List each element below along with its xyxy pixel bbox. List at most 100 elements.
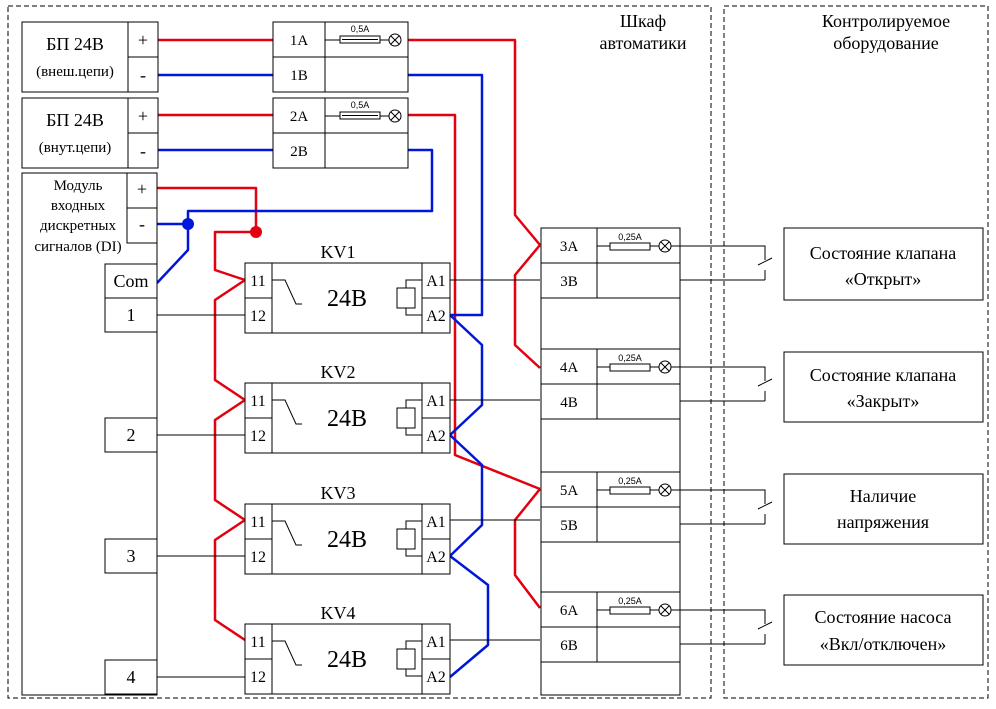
coil-icon [396,407,416,429]
relay-name: KV1 [321,242,356,262]
terminal-3a: 3А [560,239,579,255]
fuse-icon [609,486,651,495]
fuse-5-rating: 0,25A [618,476,642,486]
equipment-line1: Состояние насоса [814,607,951,627]
relay-voltage: 24В [327,286,367,312]
lamp-icon [658,483,672,497]
terminal-2a: 2А [290,109,309,125]
di-plus: + [137,179,147,199]
coil-icon [396,528,416,550]
lamp-icon [658,239,672,253]
di-label-3: дискретных [40,218,116,234]
coil-a1: A1 [426,514,446,531]
terminal-3b: 3В [560,274,578,290]
di-input-1: 1 [127,305,136,325]
relay-kv2: KV2 11 12 A1 A2 24В [244,362,451,454]
red-wires [127,38,541,642]
fuse-3-rating: 0,25A [618,232,642,242]
contact-12: 12 [250,428,266,445]
fuse-2-rating: 0,5A [351,100,370,110]
psu-ext-plus: + [138,30,148,50]
di-label-4: сигналов (DI) [34,239,121,255]
equipment-line2: «Вкл/отключен» [820,634,947,654]
coil-a1: A1 [426,393,446,410]
relay-name: KV2 [321,362,356,382]
lamp-icon [658,360,672,374]
signal-wires [157,279,540,678]
equipment-voltage-present: Наличие напряжения [783,473,984,545]
coil-icon [396,287,416,309]
coil-a1: A1 [426,273,446,290]
relay-voltage: 24В [327,527,367,553]
di-com: Com [113,271,148,291]
fuse-4-rating: 0,25A [618,353,642,363]
equipment-contacts [671,245,773,645]
equipment-frame [723,5,989,699]
terminal-6b: 6В [560,638,578,654]
contact-11: 11 [250,634,265,651]
relay-kv4: KV4 11 12 A1 A2 24В [244,603,451,695]
lamp-icon [388,109,402,123]
plus-junction-dot [250,226,262,238]
minus-junction-dot [182,218,194,230]
contact-symbol [272,279,302,305]
psu-ext-sub: (внеш.цепи) [36,64,114,80]
contact-12: 12 [250,549,266,566]
fuse-1-rating: 0,5A [351,24,370,34]
di-input-2: 2 [127,425,136,445]
contact-symbol [272,520,302,546]
di-label-1: Модуль [54,178,103,194]
terminal-2b: 2В [290,144,308,160]
contact-11: 11 [250,393,265,410]
equipment-label-2: оборудование [833,33,938,53]
equipment-line2: «Закрыт» [847,391,920,411]
output-terminal-strip: 3А 3В 0,25A 4А 4В 0,25A 5А 5В 0,25A 6А 6… [540,227,681,696]
coil-icon [396,648,416,670]
di-input-4: 4 [127,667,136,687]
lamp-icon [388,33,402,47]
equipment-valve-closed: Состояние клапана «Закрыт» [783,351,984,423]
terminal-4b: 4В [560,395,578,411]
contact-symbol [272,640,302,666]
fuse-icon [609,242,651,251]
psu-int-plus: + [138,106,148,126]
fuse-6-rating: 0,25A [618,596,642,606]
terminal-5a: 5А [560,483,579,499]
di-label-2: входных [51,198,106,214]
psu-int-sub: (внут.цепи) [39,140,112,156]
relay-name: KV4 [321,603,356,623]
relay-voltage: 24В [327,406,367,432]
contact-11: 11 [250,273,265,290]
lamp-icon [658,603,672,617]
psu-external: БП 24В (внеш.цепи) + - [21,21,159,93]
coil-a1: A1 [426,634,446,651]
coil-a2: A2 [426,308,446,325]
contact-11: 11 [250,514,265,531]
cabinet-label-1: Шкаф [620,11,666,31]
equipment-valve-open: Состояние клапана «Открыт» [783,227,984,301]
psu-ext-title: БП 24В [46,34,104,54]
relay-kv1: KV1 11 12 A1 A2 24В [244,242,451,334]
fuse-icon [609,363,651,372]
equipment-line2: «Открыт» [845,269,922,289]
contact-12: 12 [250,308,266,325]
equipment-line1: Наличие [850,486,916,506]
relay-voltage: 24В [327,647,367,673]
coil-a2: A2 [426,428,446,445]
terminal-1b: 1В [290,68,308,84]
psu-int-title: БП 24В [46,110,104,130]
coil-a2: A2 [426,549,446,566]
fuse-block-1: 1А 1В 0,5A [272,21,409,93]
equipment-line2: напряжения [837,512,929,532]
contact-12: 12 [250,669,266,686]
di-input-3: 3 [127,546,136,566]
di-minus: - [139,214,145,234]
fuse-block-2: 2А 2В 0,5A [272,97,409,169]
automation-cabinet-frame [7,5,712,699]
terminal-6a: 6А [560,603,579,619]
relay-kv3: KV3 11 12 A1 A2 24В [244,483,451,575]
terminal-5b: 5В [560,518,578,534]
fuse-icon [609,606,651,615]
coil-a2: A2 [426,669,446,686]
